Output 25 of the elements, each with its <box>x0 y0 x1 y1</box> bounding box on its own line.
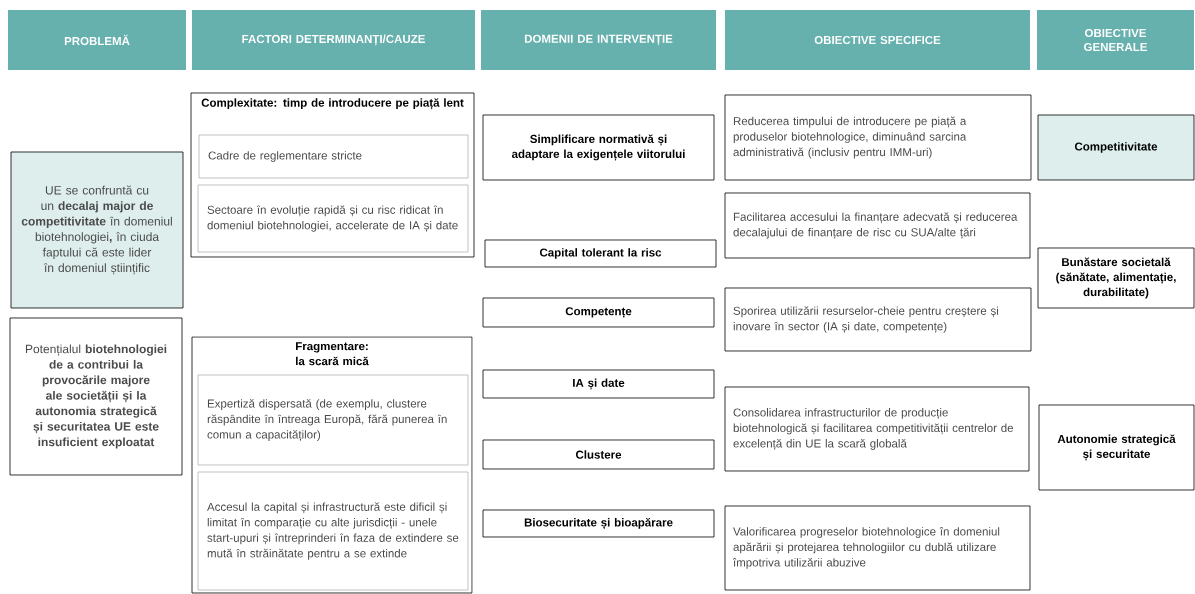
intervention-box: Biosecuritate și bioapărare <box>482 509 715 538</box>
objective-box: Valorificarea progreselor biotehnologice în domeniul apărării și protejarea tehnologiilor cu dublă utilizare împotriva utilizării abuzive <box>724 505 1031 591</box>
objective-box: Reducerea timpului de introducere pe piață a produselor biotehnologice, diminuând sarcina administrativă (inclusiv pentru IMM-uri) <box>724 94 1032 181</box>
cause-box: Sectoare în evoluție rapidă și cu risc ridicat în domeniul biotehnologiei, accelerate de IA și date <box>197 184 469 253</box>
problem-box: Potențialul biotehnologiei de a contribui la provocările majore ale societății și la autonomia strategică și securitatea UE este insuficient exploatat <box>9 317 183 476</box>
intervention-box: Competențe <box>482 297 715 328</box>
problem-box: UE se confruntă cu un decalaj major de competitivitate în domeniul biotehnologiei, în ciuda faptului că este lider în domeniul științific <box>10 151 184 309</box>
goal-box: Autonomie strategică și securitate <box>1038 404 1195 491</box>
objective-box: Consolidarea infrastructurilor de producție biotehnologică și facilitarea competitivității centrelor de excelență din UE la scară globală <box>724 386 1030 472</box>
intervention-box: Clustere <box>482 439 715 470</box>
cause-box: Cadre de reglementare stricte <box>198 134 469 179</box>
column-header: OBIECTIVE SPECIFICE <box>725 10 1030 70</box>
intervention-box: IA și date <box>482 369 715 399</box>
goal-box: Bunăstare societală (sănătate, alimentație, durabilitate) <box>1037 247 1195 309</box>
column-header: FACTORI DETERMINANȚI/CAUZE <box>192 10 475 70</box>
goal-box: Competitivitate <box>1037 114 1195 181</box>
objective-box: Sporirea utilizării resurselor-cheie pentru creștere și inovare în sector (IA și date, competențe) <box>724 287 1032 352</box>
cause-box: Accesul la capital și infrastructură este dificil și limitat în comparație cu alte jurisdicții - unele start-upuri și întreprinderi în faza de extindere se mută în străinătate pentru a se extinde <box>197 471 469 591</box>
intervention-box: Simplificare normativă și adaptare la exigențele viitorului <box>482 114 715 181</box>
column-header: OBIECTIVE GENERALE <box>1037 10 1194 70</box>
intervention-box: Capital tolerant la risc <box>484 239 717 268</box>
objective-box: Facilitarea accesului la finanțare adecvată și reducerea decalajului de finanțare de risc cu SUA/alte țări <box>724 192 1031 259</box>
column-header: PROBLEMĂ <box>8 10 186 70</box>
column-header: DOMENII DE INTERVENȚIE <box>481 10 716 70</box>
cause-box: Expertiză dispersată (de exemplu, clustere răspândite în întreaga Europă, fără punerea în comun a capacităților) <box>197 374 469 466</box>
